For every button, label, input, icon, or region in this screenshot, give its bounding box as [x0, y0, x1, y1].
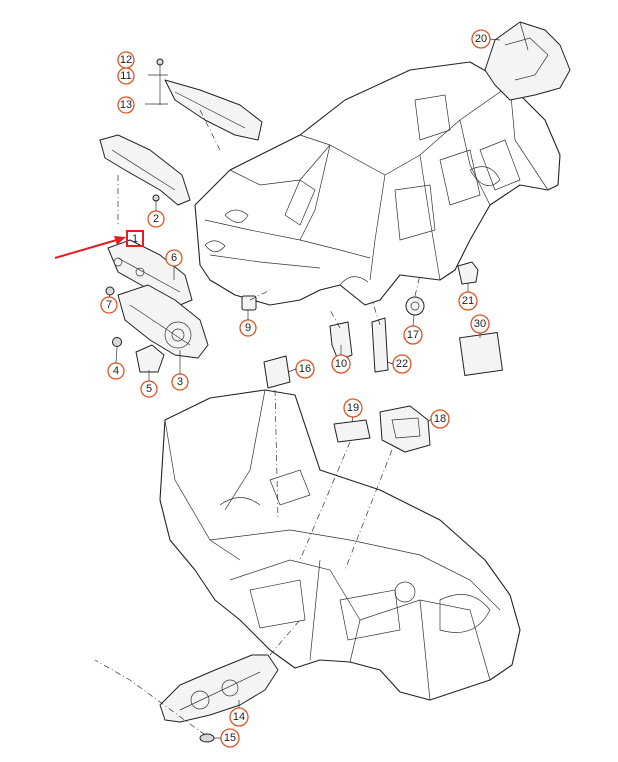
callout-30[interactable]: 30 [470, 314, 490, 334]
callout-4-label: 4 [113, 365, 119, 377]
upper-car-body [194, 61, 561, 306]
callout-12[interactable]: 12 [117, 51, 135, 69]
callout-22-label: 22 [396, 358, 408, 370]
callout-11-label: 11 [120, 70, 131, 82]
callout-11[interactable]: 11 [117, 67, 135, 85]
callout-13-label: 13 [120, 99, 132, 111]
lower-car-body [159, 389, 521, 701]
callout-21-label: 21 [462, 295, 474, 307]
highlight-marker: 1 [54, 230, 144, 259]
parts-11-13-shape [145, 58, 263, 141]
small-parts-shape [105, 286, 165, 373]
callout-3[interactable]: 3 [171, 373, 189, 391]
callout-5-label: 5 [146, 383, 152, 395]
part-22-shape [371, 317, 389, 373]
red-arrow-head-icon [114, 236, 126, 245]
callout-12-label: 12 [120, 54, 132, 66]
part-17-shape [405, 296, 425, 316]
callout-20[interactable]: 20 [471, 29, 491, 49]
callout-10-label: 10 [335, 358, 347, 370]
callout-19-label: 19 [347, 402, 359, 414]
callout-15-label: 15 [224, 732, 236, 744]
callout-6[interactable]: 6 [165, 249, 183, 267]
callout-9[interactable]: 9 [239, 319, 257, 337]
part-14-shape [159, 654, 279, 723]
callout-17[interactable]: 17 [403, 325, 423, 345]
callout-6-label: 6 [171, 252, 177, 264]
part-15-shape [199, 733, 215, 743]
callout-16[interactable]: 16 [295, 359, 315, 379]
part-9-shape [241, 295, 257, 311]
highlight-box [126, 230, 144, 247]
callout-13[interactable]: 13 [117, 96, 135, 114]
callout-22[interactable]: 22 [392, 354, 412, 374]
part-19-shape [333, 419, 371, 443]
callout-18[interactable]: 18 [430, 409, 450, 429]
part-18-shape [379, 405, 431, 453]
callout-18-label: 18 [434, 413, 446, 425]
callout-14[interactable]: 14 [229, 707, 249, 727]
callout-2-label: 2 [153, 213, 159, 225]
part-20-shape [484, 21, 571, 101]
part-16-shape [263, 355, 291, 389]
callout-2[interactable]: 2 [147, 210, 165, 228]
callout-16-label: 16 [299, 363, 311, 375]
part-21-shape [457, 261, 479, 285]
red-arrow-shaft [54, 238, 121, 259]
callout-10[interactable]: 10 [331, 354, 351, 374]
callout-9-label: 9 [245, 322, 251, 334]
callout-19[interactable]: 19 [343, 398, 363, 418]
callout-4[interactable]: 4 [107, 362, 125, 380]
callout-21[interactable]: 21 [458, 291, 478, 311]
callout-17-label: 17 [407, 329, 419, 341]
highlight-label: 1 [132, 233, 138, 245]
callout-30-label: 30 [474, 318, 486, 330]
part-30-shape [459, 332, 503, 376]
callout-7-label: 7 [106, 299, 112, 311]
callout-7[interactable]: 7 [100, 296, 118, 314]
callout-14-label: 14 [233, 711, 245, 723]
callout-3-label: 3 [177, 376, 183, 388]
callout-20-label: 20 [475, 33, 487, 45]
part-3-shape [117, 284, 209, 359]
part-2-shape [99, 134, 191, 225]
callout-15[interactable]: 15 [220, 728, 240, 748]
callout-5[interactable]: 5 [140, 380, 158, 398]
